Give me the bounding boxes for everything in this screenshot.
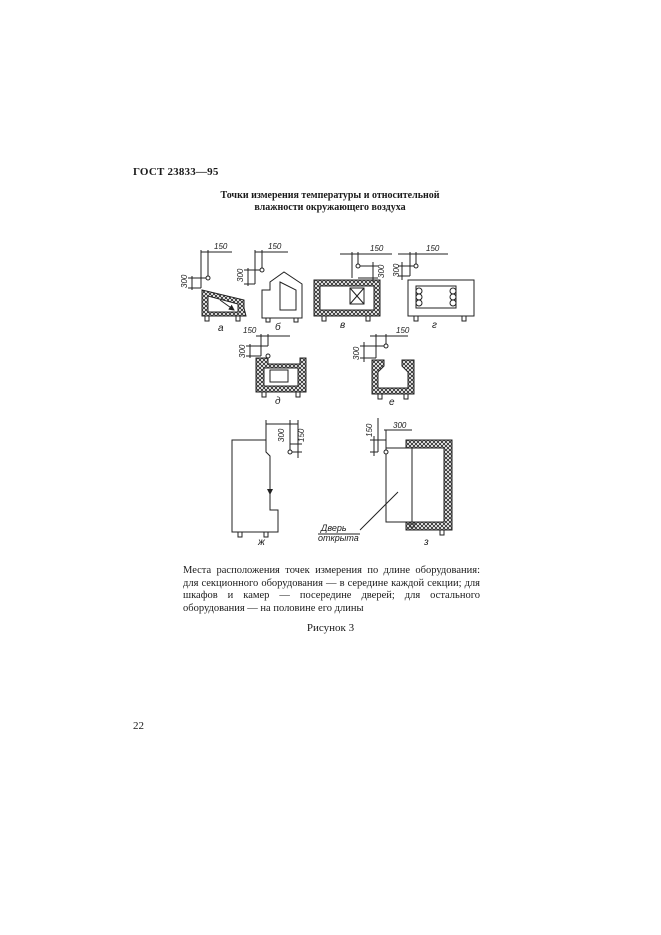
dim-b-150: 150 [268, 242, 282, 251]
dim-z-300: 300 [393, 421, 407, 430]
figure-caption-text: Места расположения точек измерения по дл… [183, 565, 480, 614]
dim-e-150: 150 [396, 326, 410, 335]
dim-v-150: 150 [370, 244, 384, 253]
panel-b-display-case [244, 250, 303, 323]
dim-g-150: 150 [426, 244, 440, 253]
panel-label-g: г [432, 320, 437, 331]
panel-g-chest [398, 252, 475, 322]
dim-b-300: 300 [236, 268, 245, 282]
door-label-line-2: открыта [318, 533, 359, 543]
dim-g-300: 300 [392, 263, 401, 277]
panel-z-cabinet-open-door [359, 418, 453, 536]
dim-zh-150: 150 [297, 428, 306, 442]
door-label-line-1: Дверь [320, 523, 347, 533]
standard-code: ГОСТ 23833—95 [133, 166, 219, 178]
panel-d-open-counter [246, 334, 307, 398]
panel-label-a: а [218, 323, 224, 334]
panel-v-chest [313, 252, 392, 322]
figure-title-line-1: Точки измерения температуры и относитель… [220, 190, 440, 201]
dim-v-300: 300 [377, 264, 386, 278]
dim-z-150: 150 [365, 423, 374, 437]
panel-zh-cabinet-side [231, 420, 302, 538]
page-number: 22 [133, 720, 144, 732]
dim-zh-300: 300 [277, 428, 286, 442]
panel-e-open-counter [360, 334, 415, 400]
panel-label-v: в [340, 320, 345, 331]
figure-title-line-2: влажности окружающего воздуха [254, 202, 406, 213]
figure-title: Точки измерения температуры и относитель… [180, 190, 480, 214]
dim-a-150: 150 [214, 242, 228, 251]
panel-label-e: е [389, 397, 395, 408]
dim-d-150: 150 [243, 326, 257, 335]
panel-label-zh: ж [257, 537, 266, 548]
panel-label-z: з [423, 537, 429, 548]
panel-label-b: б [275, 321, 281, 333]
dim-a-300: 300 [180, 274, 189, 288]
dim-e-300: 300 [352, 346, 361, 360]
panel-label-d: д [275, 396, 281, 407]
figure-label: Рисунок 3 [306, 622, 355, 634]
panel-a-counter [188, 250, 247, 322]
dim-d-300: 300 [238, 344, 247, 358]
